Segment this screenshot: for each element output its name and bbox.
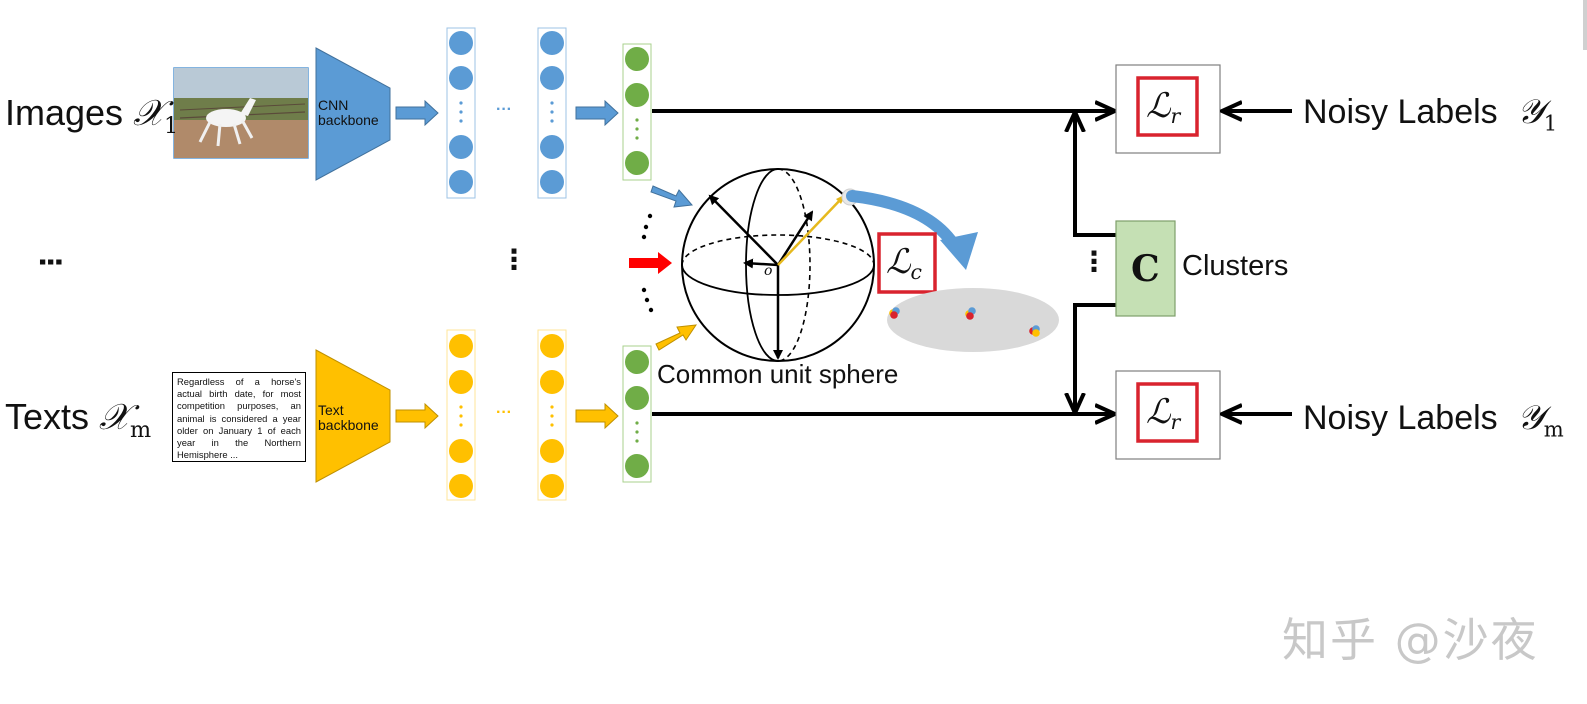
- block-arrows-bottom: [395, 402, 619, 430]
- sphere-ellipsis: [641, 213, 654, 313]
- cluster-to-bottom-arrow: [1075, 303, 1116, 411]
- noisy-labels-top: Noisy Labels 𝒴1: [1303, 95, 1557, 133]
- recon-loss-top: [1115, 64, 1221, 154]
- image-to-sphere-arrow: [650, 185, 694, 208]
- text-backbone-line2: backbone: [318, 417, 379, 433]
- right-edge-bar: [1583, 0, 1587, 50]
- red-arrow: [629, 252, 672, 274]
- text-layer-1: [446, 329, 476, 501]
- texts-label: Texts 𝒳m: [5, 399, 151, 441]
- modality-ellipsis-right: ⋮: [1080, 246, 1108, 277]
- text-backbone-label: Text backbone: [318, 403, 379, 433]
- cnn-backbone-label: CNN backbone: [318, 98, 379, 128]
- texts-symbol-glyph: 𝒳: [99, 397, 131, 438]
- images-label: Images 𝒳1: [5, 95, 178, 137]
- modality-ellipsis-left: ⋮: [35, 248, 66, 276]
- noisy-labels-top-text: Noisy Labels: [1303, 93, 1498, 131]
- image-feature-layer: [622, 43, 652, 181]
- images-symbol: 𝒳1: [133, 93, 178, 137]
- text-to-sphere-arrow: [655, 324, 698, 351]
- noisy-labels-bottom: Noisy Labels 𝒴m: [1303, 401, 1564, 439]
- block-arrows-top: [395, 99, 619, 127]
- contrastive-loss-symbol: ℒc: [886, 242, 922, 284]
- modality-ellipsis-middle: ⋮: [500, 244, 528, 275]
- cluster-box: [1115, 220, 1176, 317]
- projection-arrow: [846, 190, 978, 270]
- noisy-labels-bottom-sub: m: [1543, 416, 1564, 442]
- contrastive-loss-box: [877, 232, 937, 294]
- texts-symbol: 𝒳m: [99, 397, 151, 441]
- recon-loss-bottom-symbol: ℒr: [1146, 392, 1180, 434]
- cluster-plane: [887, 288, 1059, 352]
- text-backbone-shape: [315, 349, 391, 483]
- recon-loss-bottom: [1115, 370, 1221, 460]
- images-symbol-glyph: 𝒳: [133, 93, 165, 134]
- texts-label-text: Texts: [5, 396, 90, 437]
- contrastive-loss-sub: c: [910, 260, 922, 285]
- contrastive-loss-glyph: ℒ: [886, 242, 911, 282]
- cluster-to-top-arrow: [1075, 114, 1116, 237]
- cluster-symbol: C: [1131, 248, 1160, 290]
- image-layer-1: [446, 27, 476, 199]
- layer-ellipsis-bottom: ···: [496, 404, 512, 421]
- noisy-labels-top-sub: 1: [1543, 110, 1558, 136]
- text-backbone-line1: Text: [318, 402, 344, 418]
- sphere-caption: Common unit sphere: [657, 359, 899, 389]
- watermark: 知乎 @沙夜: [1282, 613, 1539, 667]
- recon-loss-top-symbol: ℒr: [1146, 86, 1180, 128]
- cnn-backbone-line1: CNN: [318, 97, 349, 113]
- layer-ellipsis-top: ···: [496, 101, 512, 118]
- cnn-backbone-line2: backbone: [318, 112, 379, 128]
- recon-loss-top-sub: r: [1170, 104, 1181, 129]
- horse-image: [173, 67, 309, 159]
- cnn-backbone-shape: [315, 47, 391, 181]
- image-layer-2: [537, 27, 567, 199]
- clusters-label: Clusters: [1182, 250, 1289, 282]
- texts-symbol-sub: m: [130, 416, 152, 443]
- text-layer-2: [537, 329, 567, 501]
- noisy-labels-bottom-text: Noisy Labels: [1303, 399, 1498, 437]
- images-label-text: Images: [5, 92, 124, 133]
- text-feature-layer: [622, 345, 652, 483]
- noisy-labels-bottom-symbol: 𝒴m: [1517, 398, 1564, 442]
- noisy-labels-top-glyph: 𝒴: [1517, 92, 1544, 132]
- recon-loss-bottom-sub: r: [1170, 410, 1181, 435]
- text-sample: Regardless of a horse's actual birth dat…: [172, 372, 306, 462]
- recon-loss-top-glyph: ℒ: [1146, 86, 1171, 126]
- images-symbol-sub: 1: [164, 112, 179, 139]
- noisy-labels-top-symbol: 𝒴1: [1517, 92, 1558, 136]
- unit-sphere: [681, 168, 875, 362]
- recon-loss-bottom-glyph: ℒ: [1146, 392, 1171, 432]
- noisy-labels-bottom-glyph: 𝒴: [1517, 398, 1544, 438]
- sphere-origin-label: o: [764, 263, 773, 279]
